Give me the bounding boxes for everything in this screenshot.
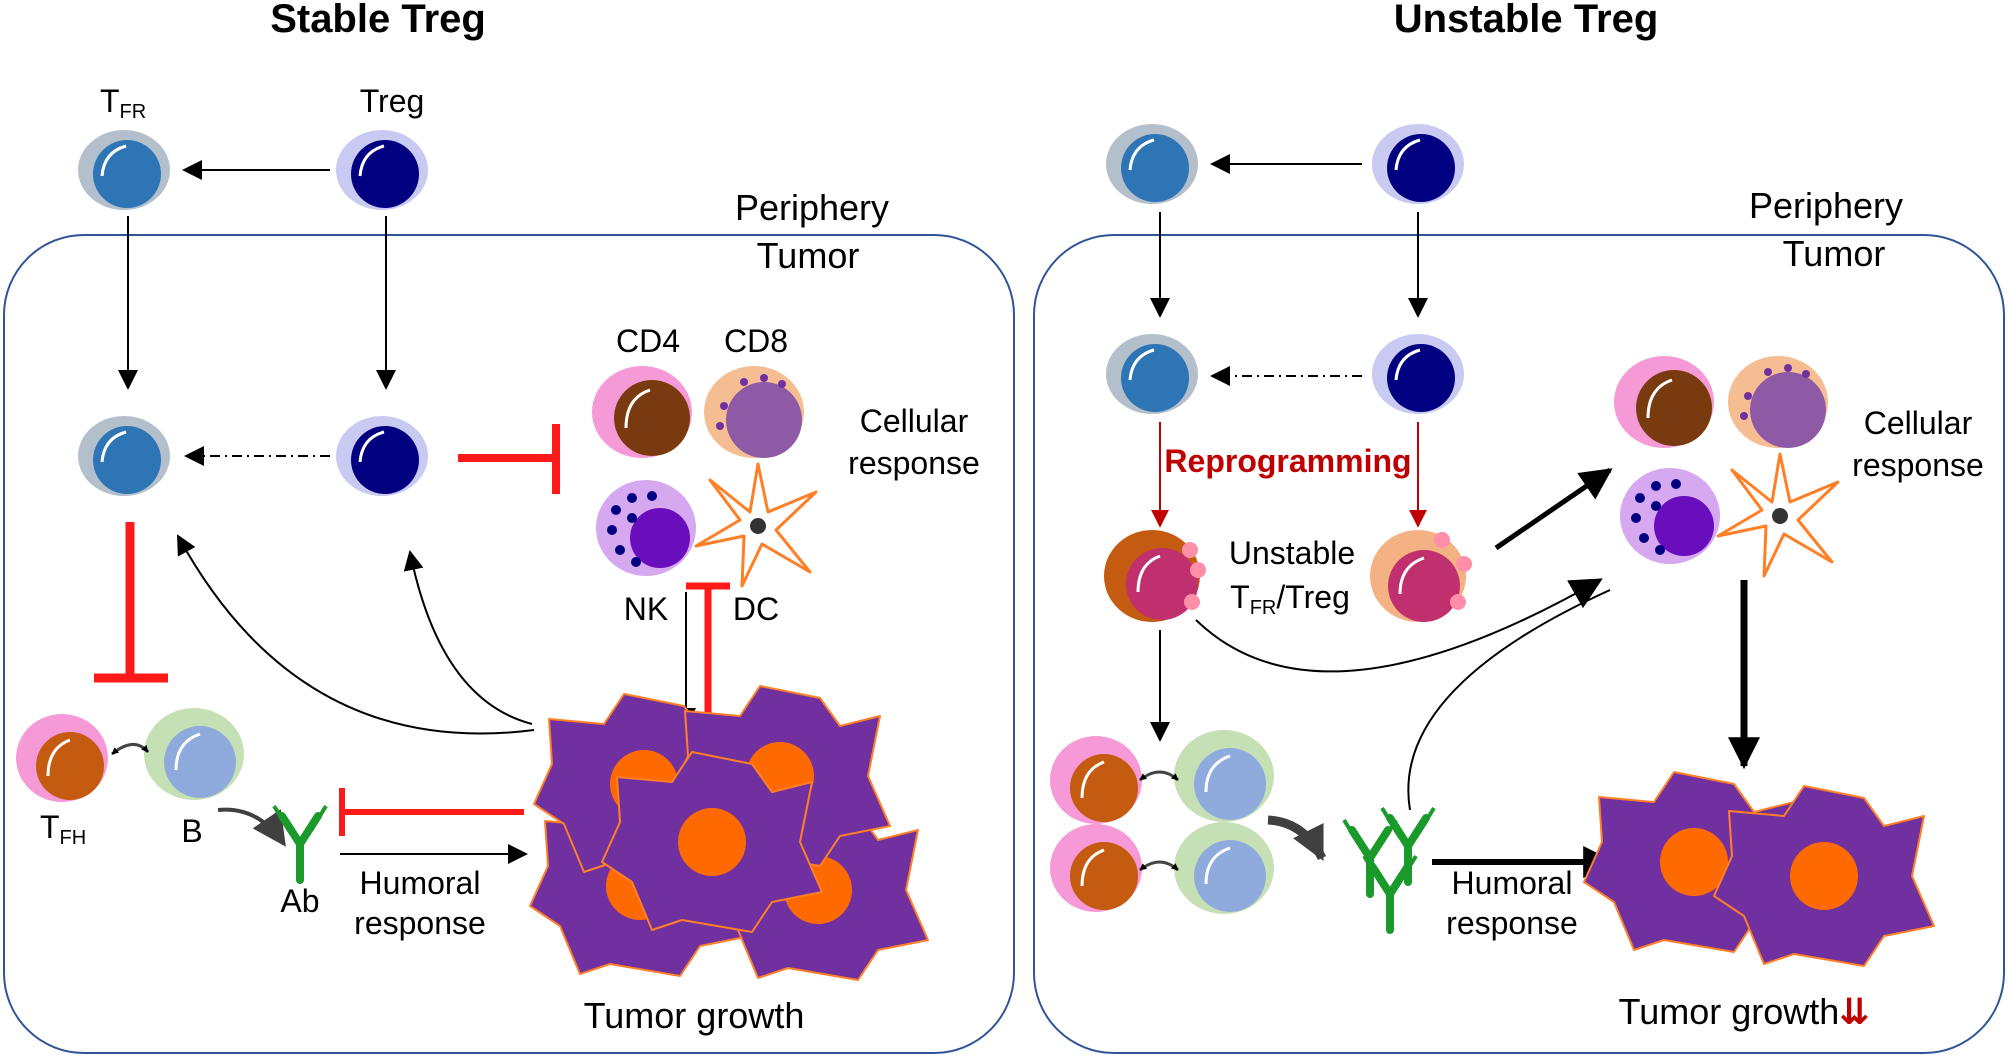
treg-cell-periphery <box>1370 122 1466 206</box>
periphery-label: Periphery <box>735 187 889 228</box>
cellular-label-2: response <box>1852 447 1984 483</box>
unstable-to-cellular-arrow <box>1494 467 1613 551</box>
tfr-cell-tumor <box>1104 332 1200 416</box>
decrease-arrows-icon: ⇊ <box>1839 991 1869 1032</box>
unstable-tfr-to-cellular-arrow <box>1195 578 1603 673</box>
tfh-cell <box>14 712 110 804</box>
stable-title: Stable Treg <box>270 0 486 41</box>
unstable-tfr-cell <box>1102 528 1208 624</box>
ab-label: Ab <box>280 883 319 919</box>
tfr-cell-tumor <box>76 414 172 498</box>
cd4-cell <box>590 364 694 460</box>
antibody-to-cellular-arrow <box>1407 589 1611 811</box>
tumor-growth-label: Tumor growth⇊ <box>1619 991 1870 1032</box>
tumor-to-treg-arrow <box>403 550 533 725</box>
nk-cell <box>1620 468 1720 564</box>
tumor-label: Tumor <box>1783 233 1886 274</box>
tfr-cell-periphery <box>76 128 172 212</box>
antibody <box>1344 820 1396 894</box>
b-label: B <box>181 813 202 849</box>
nk-cell <box>596 480 696 576</box>
b-cell <box>1172 820 1276 916</box>
tfh-cell <box>1048 822 1144 914</box>
b-cell <box>1172 728 1276 824</box>
tumor-label: Tumor <box>757 235 860 276</box>
tfr-cell-periphery <box>1104 122 1200 206</box>
dc-cell <box>694 462 818 588</box>
cd4-label: CD4 <box>616 323 680 359</box>
treg-cell-tumor <box>1370 332 1466 416</box>
unstable-title: Unstable Treg <box>1394 0 1659 41</box>
cd4-cell <box>1612 354 1716 450</box>
dc-label: DC <box>733 591 779 627</box>
reprogramming-label: Reprogramming <box>1164 443 1411 479</box>
tumor-growth-label: Tumor growth <box>584 995 805 1036</box>
dc-cell <box>1716 452 1840 578</box>
unstable-label-1: Unstable <box>1229 535 1355 571</box>
cd8-cell <box>704 366 804 458</box>
humoral-label-2: response <box>1446 905 1578 941</box>
stable-treg-panel: Stable Treg Periphery Tumor TFR Treg CD4… <box>3 0 1015 1054</box>
tumor-cell <box>1713 785 1935 967</box>
tumor-to-tfr-arrow <box>177 534 535 735</box>
periphery-label: Periphery <box>1749 185 1903 226</box>
cellular-label-2: response <box>848 445 980 481</box>
humoral-label-1: Humoral <box>1452 865 1573 901</box>
cd8-label: CD8 <box>724 323 788 359</box>
cellular-label-1: Cellular <box>860 403 969 439</box>
unstable-label-2: TFR/Treg <box>1230 579 1350 619</box>
tfh-b-interaction-arrow <box>1139 860 1179 872</box>
tumor-boundary <box>3 234 1015 1054</box>
treg-cell-periphery <box>334 128 430 212</box>
b-to-antibody-arrow <box>1267 815 1327 862</box>
humoral-label-1: Humoral <box>360 865 481 901</box>
cellular-label-1: Cellular <box>1864 405 1973 441</box>
tfh-cell <box>1048 734 1144 826</box>
tfh-b-interaction-arrow <box>1139 770 1179 782</box>
tfh-label: TFH <box>40 809 86 849</box>
b-to-antibody-arrow <box>217 807 286 847</box>
humoral-label-2: response <box>354 905 486 941</box>
unstable-treg-cell <box>1368 528 1474 624</box>
treg-cell-tumor <box>334 414 430 498</box>
cd8-cell <box>1728 356 1828 448</box>
tfr-label: TFR <box>100 83 146 123</box>
tfh-b-interaction-arrow <box>111 743 150 756</box>
treg-label: Treg <box>360 83 425 119</box>
b-cell <box>142 706 246 802</box>
tumor-boundary <box>1033 234 2005 1054</box>
unstable-treg-panel: Unstable Treg Periphery Tumor Reprogramm… <box>1033 0 2005 1054</box>
nk-label: NK <box>624 591 668 627</box>
